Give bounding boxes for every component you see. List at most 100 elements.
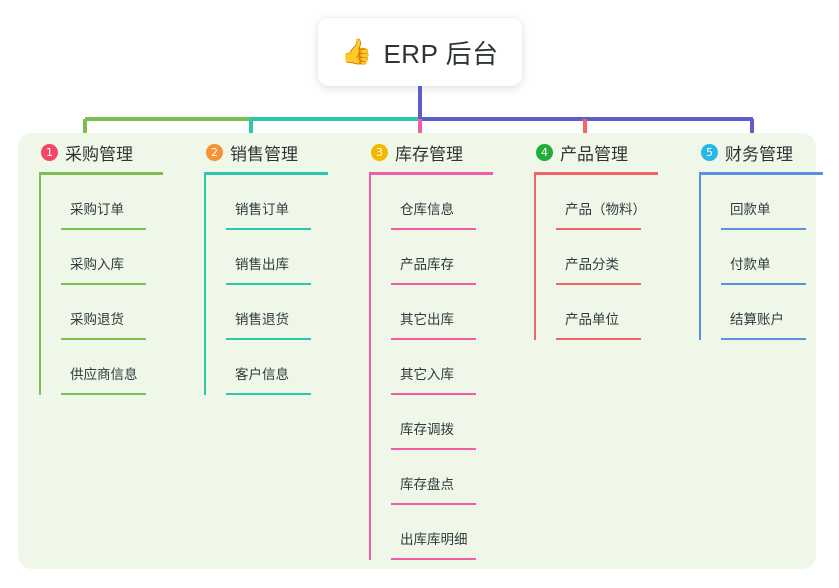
- branch-item-label: 仓库信息: [400, 202, 454, 217]
- branch-trunk-line: [204, 175, 206, 395]
- branch-item[interactable]: 回款单: [721, 175, 828, 230]
- branch-item-label: 销售订单: [235, 202, 289, 217]
- branch-number-badge: 5: [701, 143, 718, 161]
- branch-item[interactable]: 供应商信息: [61, 340, 183, 395]
- branch-item-label: 产品（物料）: [565, 202, 646, 217]
- branch-item[interactable]: 销售退货: [226, 285, 348, 340]
- branch-item-rule: [556, 228, 641, 230]
- branch-item-label: 采购入库: [70, 257, 124, 272]
- branch-item[interactable]: 出库库明细: [391, 505, 513, 560]
- branch-item-label: 结算账户: [730, 312, 784, 327]
- branch-column-5: 5 财务管理回款单付款单结算账户: [678, 133, 828, 569]
- branch-item-rule: [226, 283, 311, 285]
- branches-panel: [18, 133, 816, 569]
- branch-item[interactable]: 产品库存: [391, 230, 513, 285]
- branch-header-1[interactable]: 1 采购管理: [39, 133, 183, 171]
- branch-item-rule: [226, 228, 311, 230]
- branch-trunk-line: [699, 175, 701, 340]
- branch-item-rule: [391, 558, 476, 560]
- branch-title: 财务管理: [725, 144, 793, 164]
- branch-header-5[interactable]: 5 财务管理: [699, 133, 828, 171]
- branch-item-list: 采购订单采购入库采购退货供应商信息: [39, 175, 183, 395]
- branch-item-rule: [226, 338, 311, 340]
- branch-number-badge: 1: [41, 143, 58, 161]
- branch-item-label: 采购退货: [70, 312, 124, 327]
- branch-item-label: 其它出库: [400, 312, 454, 327]
- branch-item-label: 出库库明细: [400, 532, 468, 547]
- branch-item[interactable]: 库存盘点: [391, 450, 513, 505]
- branch-item-label: 库存盘点: [400, 477, 454, 492]
- branch-header-rule: [534, 172, 658, 175]
- branch-item-rule: [391, 283, 476, 285]
- branch-column-1: 1 采购管理采购订单采购入库采购退货供应商信息: [18, 133, 183, 569]
- branch-item-list: 销售订单销售出库销售退货客户信息: [204, 175, 348, 395]
- branch-item-rule: [721, 283, 806, 285]
- branch-title: 销售管理: [230, 144, 298, 164]
- branch-item-rule: [721, 338, 806, 340]
- branch-header-rule: [39, 172, 163, 175]
- root-node[interactable]: 👍 ERP 后台: [318, 18, 522, 86]
- branch-trunk-line: [39, 175, 41, 395]
- branch-item-label: 客户信息: [235, 367, 289, 382]
- branch-item-rule: [556, 283, 641, 285]
- branch-item[interactable]: 库存调拨: [391, 395, 513, 450]
- branch-item[interactable]: 客户信息: [226, 340, 348, 395]
- branch-item-rule: [556, 338, 641, 340]
- thumbs-up-icon: 👍: [341, 37, 373, 66]
- branch-title: 采购管理: [65, 144, 133, 164]
- branch-header-2[interactable]: 2 销售管理: [204, 133, 348, 171]
- branch-column-3: 3 库存管理仓库信息产品库存其它出库其它入库库存调拨库存盘点出库库明细: [348, 133, 513, 569]
- branch-trunk-line: [534, 175, 536, 340]
- branch-item-rule: [391, 448, 476, 450]
- branch-item[interactable]: 销售出库: [226, 230, 348, 285]
- branch-item-rule: [391, 503, 476, 505]
- branch-item[interactable]: 结算账户: [721, 285, 828, 340]
- branch-item-list: 仓库信息产品库存其它出库其它入库库存调拨库存盘点出库库明细: [369, 175, 513, 560]
- branch-item-rule: [721, 228, 806, 230]
- branch-item-label: 供应商信息: [70, 367, 138, 382]
- branch-item[interactable]: 付款单: [721, 230, 828, 285]
- branch-item-label: 销售出库: [235, 257, 289, 272]
- branch-header-rule: [369, 172, 493, 175]
- branch-item[interactable]: 其它出库: [391, 285, 513, 340]
- branch-column-4: 4 产品管理产品（物料） 产品分类产品单位: [513, 133, 678, 569]
- branch-item-rule: [61, 283, 146, 285]
- branch-title: 产品管理: [560, 144, 628, 164]
- branch-number-badge: 3: [371, 143, 388, 161]
- branch-header-3[interactable]: 3 库存管理: [369, 133, 513, 171]
- branch-item-rule: [391, 338, 476, 340]
- branch-item-rule: [226, 393, 311, 395]
- branch-columns: 1 采购管理采购订单采购入库采购退货供应商信息 2 销售管理销售订单销售出库销售退货客…: [18, 133, 823, 569]
- branch-number-badge: 2: [206, 143, 223, 161]
- branch-item-label: 回款单: [730, 202, 771, 217]
- branch-item-rule: [391, 393, 476, 395]
- branch-column-2: 2 销售管理销售订单销售出库销售退货客户信息: [183, 133, 348, 569]
- branch-header-rule: [699, 172, 823, 175]
- branch-item[interactable]: 采购退货: [61, 285, 183, 340]
- branch-item-list: 回款单付款单结算账户: [699, 175, 828, 340]
- root-title: ERP 后台: [383, 38, 499, 69]
- branch-item-label: 付款单: [730, 257, 771, 272]
- branch-item[interactable]: 采购入库: [61, 230, 183, 285]
- branch-item[interactable]: 其它入库: [391, 340, 513, 395]
- branch-item-rule: [391, 228, 476, 230]
- branch-item[interactable]: 产品单位: [556, 285, 678, 340]
- branch-item-label: 产品库存: [400, 257, 454, 272]
- branch-item-rule: [61, 338, 146, 340]
- branch-item-label: 产品单位: [565, 312, 619, 327]
- branch-item[interactable]: 仓库信息: [391, 175, 513, 230]
- branch-header-4[interactable]: 4 产品管理: [534, 133, 678, 171]
- branch-item-label: 其它入库: [400, 367, 454, 382]
- branch-item-label: 销售退货: [235, 312, 289, 327]
- branch-title: 库存管理: [395, 144, 463, 164]
- branch-item[interactable]: 销售订单: [226, 175, 348, 230]
- branch-item-label: 采购订单: [70, 202, 124, 217]
- branch-item[interactable]: 采购订单: [61, 175, 183, 230]
- branch-item-rule: [61, 393, 146, 395]
- branch-item[interactable]: 产品分类: [556, 230, 678, 285]
- branch-trunk-line: [369, 175, 371, 560]
- branch-number-badge: 4: [536, 143, 553, 161]
- branch-item-label: 产品分类: [565, 257, 619, 272]
- branch-item[interactable]: 产品（物料）: [556, 175, 678, 230]
